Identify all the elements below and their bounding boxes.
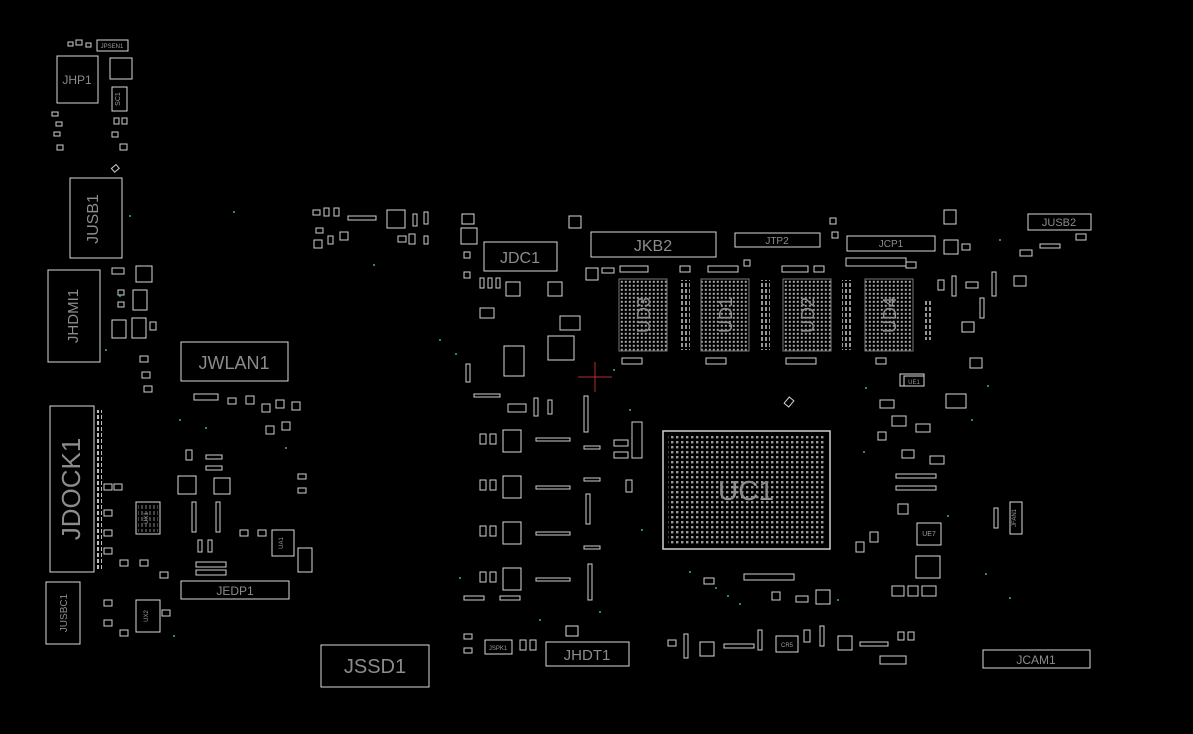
dram-ud2[interactable]: UD2 <box>782 278 832 352</box>
small-parts-bottom <box>463 573 915 665</box>
svg-text:UE1: UE1 <box>908 380 920 386</box>
component-jdc1[interactable]: JDC1 <box>483 241 558 272</box>
svg-text:UX2: UX2 <box>144 610 150 622</box>
svg-text:JKB2: JKB2 <box>634 238 672 255</box>
ic-ua1[interactable]: UA1 <box>271 529 295 557</box>
svg-text:JSPK1: JSPK1 <box>489 646 508 652</box>
component-jtp2[interactable]: JTP2 <box>734 232 821 248</box>
component-jusb1[interactable]: JUSB1 <box>69 177 123 259</box>
svg-text:JWLAN1: JWLAN1 <box>198 353 269 373</box>
component-jhdmi1[interactable]: JHDMI1 <box>47 269 101 363</box>
small-parts-right <box>855 233 1087 597</box>
svg-text:UE7: UE7 <box>922 531 936 538</box>
component-jhp1[interactable]: JHP1 <box>56 55 99 104</box>
component-jkb2[interactable]: JKB2 <box>590 231 717 258</box>
ic-ux1[interactable]: UX1 <box>135 501 161 535</box>
svg-text:SC1: SC1 <box>115 92 122 106</box>
crosshair-cursor <box>578 362 612 392</box>
dram-ud3[interactable]: UD3 <box>618 278 668 352</box>
svg-text:UD2: UD2 <box>798 297 818 333</box>
svg-text:UD3: UD3 <box>634 297 654 333</box>
component-jspk1[interactable]: JSPK1 <box>484 639 513 655</box>
component-jedp1[interactable]: JEDP1 <box>180 580 290 600</box>
component-jdock1[interactable]: JDOCK1 <box>49 405 95 573</box>
svg-text:JDC1: JDC1 <box>500 250 540 267</box>
svg-text:JCAM1: JCAM1 <box>1016 653 1056 667</box>
svg-text:JHDT1: JHDT1 <box>564 647 611 664</box>
dock-pins <box>96 410 102 570</box>
small-parts-top-left <box>51 39 133 173</box>
dram-ud1[interactable]: UD1 <box>700 278 750 352</box>
component-jcam1[interactable]: JCAM1 <box>982 649 1091 669</box>
svg-text:JUSBC1: JUSBC1 <box>59 593 70 632</box>
svg-text:CR5: CR5 <box>781 643 794 649</box>
component-jusb2[interactable]: JUSB2 <box>1027 213 1092 231</box>
regulator-column <box>463 395 643 601</box>
via-dots <box>105 211 1011 637</box>
svg-text:UD4: UD4 <box>880 297 900 333</box>
component-jhdt1[interactable]: JHDT1 <box>545 641 630 667</box>
svg-text:JEDP1: JEDP1 <box>216 584 254 598</box>
dram-ud4[interactable]: UD4 <box>864 278 914 352</box>
ic-ux2[interactable]: UX2 <box>135 599 161 633</box>
cpu-uc1[interactable]: UC1 <box>662 430 831 550</box>
svg-text:UX1: UX1 <box>144 512 150 524</box>
component-cr5[interactable]: CR5 <box>775 635 799 653</box>
svg-text:JPSEN1: JPSEN1 <box>101 44 124 50</box>
svg-text:JHP1: JHP1 <box>62 73 92 87</box>
small-parts-hdmi-area <box>111 265 157 393</box>
component-jssd1[interactable]: JSSD1 <box>320 644 430 688</box>
small-parts-center-left <box>460 213 599 417</box>
svg-text:JUSB2: JUSB2 <box>1042 217 1076 229</box>
dram-side-passives <box>621 280 932 408</box>
component-jfan1[interactable]: JFAN1 <box>1009 501 1023 535</box>
small-parts-wlan-top <box>312 207 429 249</box>
svg-text:UA1: UA1 <box>279 537 285 549</box>
component-jpsen1[interactable]: JPSEN1 <box>96 39 129 52</box>
svg-text:JHDMI1: JHDMI1 <box>65 289 82 343</box>
ic-ue1[interactable]: UE1 <box>903 375 925 387</box>
svg-text:JDOCK1: JDOCK1 <box>56 438 86 541</box>
svg-text:UC1: UC1 <box>718 475 774 506</box>
svg-text:JSSD1: JSSD1 <box>344 656 406 678</box>
component-jusbc1[interactable]: JUSBC1 <box>45 581 81 645</box>
svg-text:JFAN1: JFAN1 <box>1012 508 1018 527</box>
svg-text:JCP1: JCP1 <box>879 239 904 250</box>
component-jwlan1[interactable]: JWLAN1 <box>180 341 289 382</box>
passive-row-top <box>601 209 971 274</box>
svg-text:JTP2: JTP2 <box>765 236 789 247</box>
component-sc1[interactable]: SC1 <box>111 86 128 112</box>
ic-ue7[interactable]: UE7 <box>916 522 942 546</box>
component-jcp1[interactable]: JCP1 <box>846 235 936 252</box>
svg-text:UD1: UD1 <box>716 297 736 333</box>
small-parts-left-lower <box>103 393 313 637</box>
svg-text:JUSB1: JUSB1 <box>85 194 102 244</box>
